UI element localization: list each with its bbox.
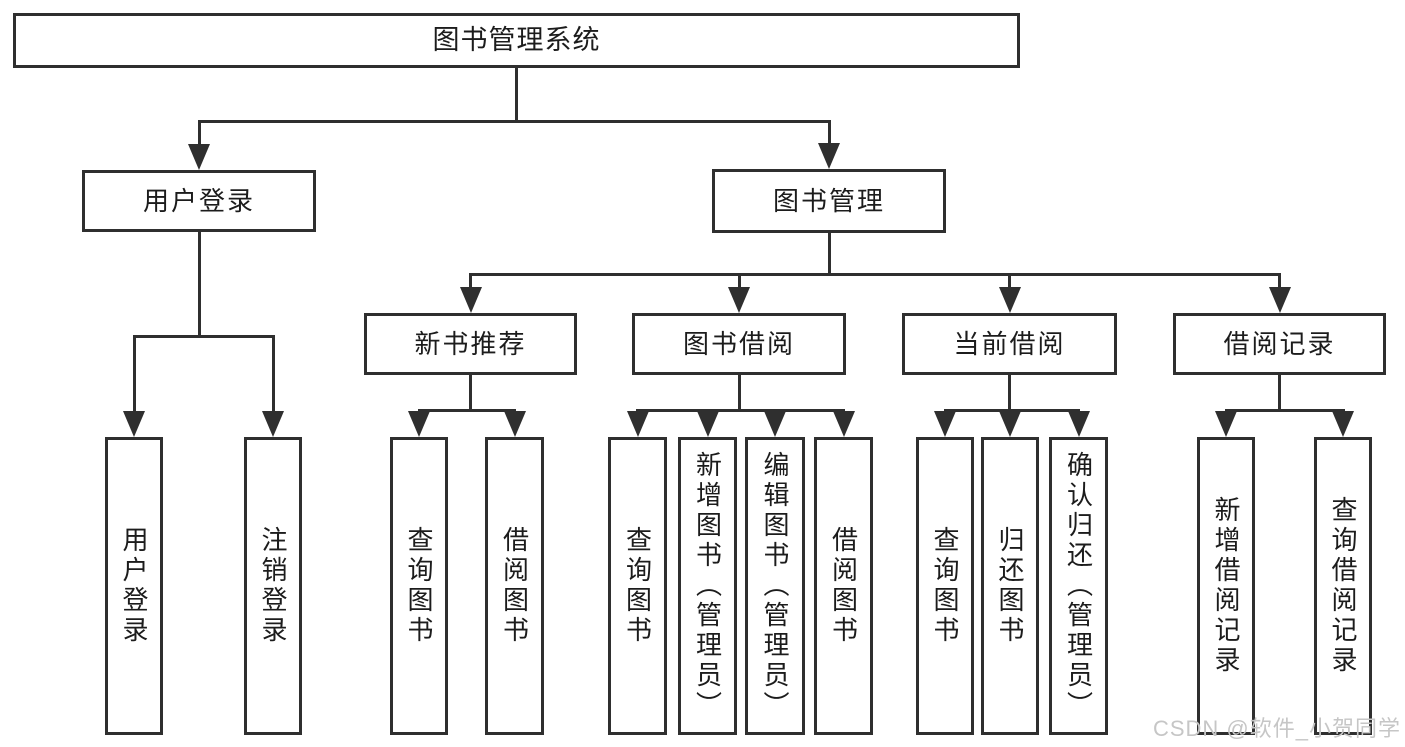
node-label-confirm-return: 确认归还（管理员） <box>1063 451 1094 721</box>
node-label-user-login: 用户登录 <box>119 526 149 646</box>
node-label-borrow-record: 借阅记录 <box>1223 329 1336 359</box>
node-label-login: 用户登录 <box>142 186 255 216</box>
node-label-logout: 注销登录 <box>258 526 288 646</box>
connector-rail-book-borrow <box>636 409 845 412</box>
node-label-return-book: 归还图书 <box>995 526 1025 646</box>
node-label-query-book-3: 查询图书 <box>930 526 960 646</box>
connector-rail-current-borrow <box>943 409 1080 412</box>
node-borrow-book-1: 借阅图书 <box>485 437 544 735</box>
connector-stub-book-mgmt <box>827 233 831 276</box>
node-label-book-borrow: 图书借阅 <box>682 329 795 359</box>
connector-drop-user-login <box>132 338 136 413</box>
connector-rail-new-book <box>417 409 516 412</box>
node-label-current-borrow: 当前借阅 <box>953 329 1066 359</box>
arrow-down-icon-edit-book <box>764 411 786 437</box>
arrow-down-icon-book-borrow <box>728 287 750 313</box>
watermark: CSDN @软件_小贺同学 <box>1152 716 1401 741</box>
node-book-mgmt: 图书管理 <box>712 169 946 233</box>
node-book-borrow: 图书借阅 <box>632 313 846 375</box>
arrow-down-icon-new-book <box>459 287 482 313</box>
node-label-edit-book: 编辑图书（管理员） <box>760 451 790 721</box>
connector-rail-borrow-record <box>1224 409 1345 412</box>
arrow-down-icon-current-borrow <box>998 287 1021 313</box>
connector-stub-new-book <box>469 375 472 412</box>
arrow-down-icon-user-login <box>123 411 145 437</box>
node-root: 图书管理系统 <box>13 13 1020 68</box>
node-current-borrow: 当前借阅 <box>902 313 1117 375</box>
node-add-book: 新增图书（管理员） <box>678 437 737 735</box>
node-label-book-mgmt: 图书管理 <box>772 186 885 216</box>
arrow-down-icon-borrow-record <box>1268 287 1291 313</box>
connector-rail-login <box>132 335 275 338</box>
arrow-down-icon-add-borrow-record <box>1215 411 1237 437</box>
node-label-root: 图书管理系统 <box>432 25 601 55</box>
connector-drop-login <box>197 123 201 146</box>
connector-drop-logout <box>271 338 275 413</box>
node-user-login: 用户登录 <box>105 437 163 735</box>
connector-rail-book-mgmt <box>469 273 1281 276</box>
arrow-down-icon-return-book <box>999 411 1021 437</box>
arrow-down-icon-login <box>188 144 210 170</box>
arrow-down-icon-logout <box>262 411 284 437</box>
connector-stub-login <box>197 232 201 338</box>
connector-drop-book-borrow <box>737 276 741 289</box>
connector-rail-root <box>197 120 831 123</box>
connector-drop-current-borrow <box>1008 276 1011 289</box>
node-label-query-book-1: 查询图书 <box>404 526 434 646</box>
connector-drop-book-mgmt <box>827 123 831 145</box>
node-label-add-book: 新增图书（管理员） <box>692 451 723 721</box>
node-borrow-record: 借阅记录 <box>1173 313 1386 375</box>
arrow-down-icon-borrow-book-2 <box>832 411 855 437</box>
node-new-book: 新书推荐 <box>364 313 577 375</box>
node-label-borrow-book-1: 借阅图书 <box>499 526 530 646</box>
node-label-add-borrow-record: 新增借阅记录 <box>1211 496 1241 676</box>
node-query-borrow-record: 查询借阅记录 <box>1314 437 1372 735</box>
node-label-borrow-book-2: 借阅图书 <box>828 526 859 646</box>
connector-stub-book-borrow <box>737 375 741 412</box>
node-logout: 注销登录 <box>244 437 302 735</box>
node-confirm-return: 确认归还（管理员） <box>1049 437 1108 735</box>
connector-stub-root <box>515 68 518 123</box>
connector-stub-current-borrow <box>1008 375 1011 412</box>
node-label-new-book: 新书推荐 <box>414 329 527 359</box>
arrow-down-icon-confirm-return <box>1067 411 1090 437</box>
arrow-down-icon-add-book <box>696 411 719 437</box>
node-query-book-2: 查询图书 <box>608 437 667 735</box>
node-query-book-3: 查询图书 <box>916 437 974 735</box>
connector-drop-new-book <box>469 276 472 289</box>
arrow-down-icon-query-book-1 <box>408 411 430 437</box>
node-borrow-book-2: 借阅图书 <box>814 437 873 735</box>
arrow-down-icon-book-mgmt <box>818 143 840 169</box>
node-login: 用户登录 <box>82 170 316 232</box>
arrow-down-icon-query-book-3 <box>934 411 956 437</box>
arrow-down-icon-query-book-2 <box>626 411 649 437</box>
node-label-query-book-2: 查询图书 <box>622 526 653 646</box>
arrow-down-icon-borrow-book-1 <box>503 411 526 437</box>
node-return-book: 归还图书 <box>981 437 1039 735</box>
node-edit-book: 编辑图书（管理员） <box>745 437 805 735</box>
node-query-book-1: 查询图书 <box>390 437 448 735</box>
node-add-borrow-record: 新增借阅记录 <box>1197 437 1255 735</box>
arrow-down-icon-query-borrow-record <box>1332 411 1354 437</box>
connector-stub-borrow-record <box>1278 375 1281 412</box>
node-label-query-borrow-record: 查询借阅记录 <box>1328 496 1358 676</box>
connector-drop-borrow-record <box>1278 276 1281 289</box>
